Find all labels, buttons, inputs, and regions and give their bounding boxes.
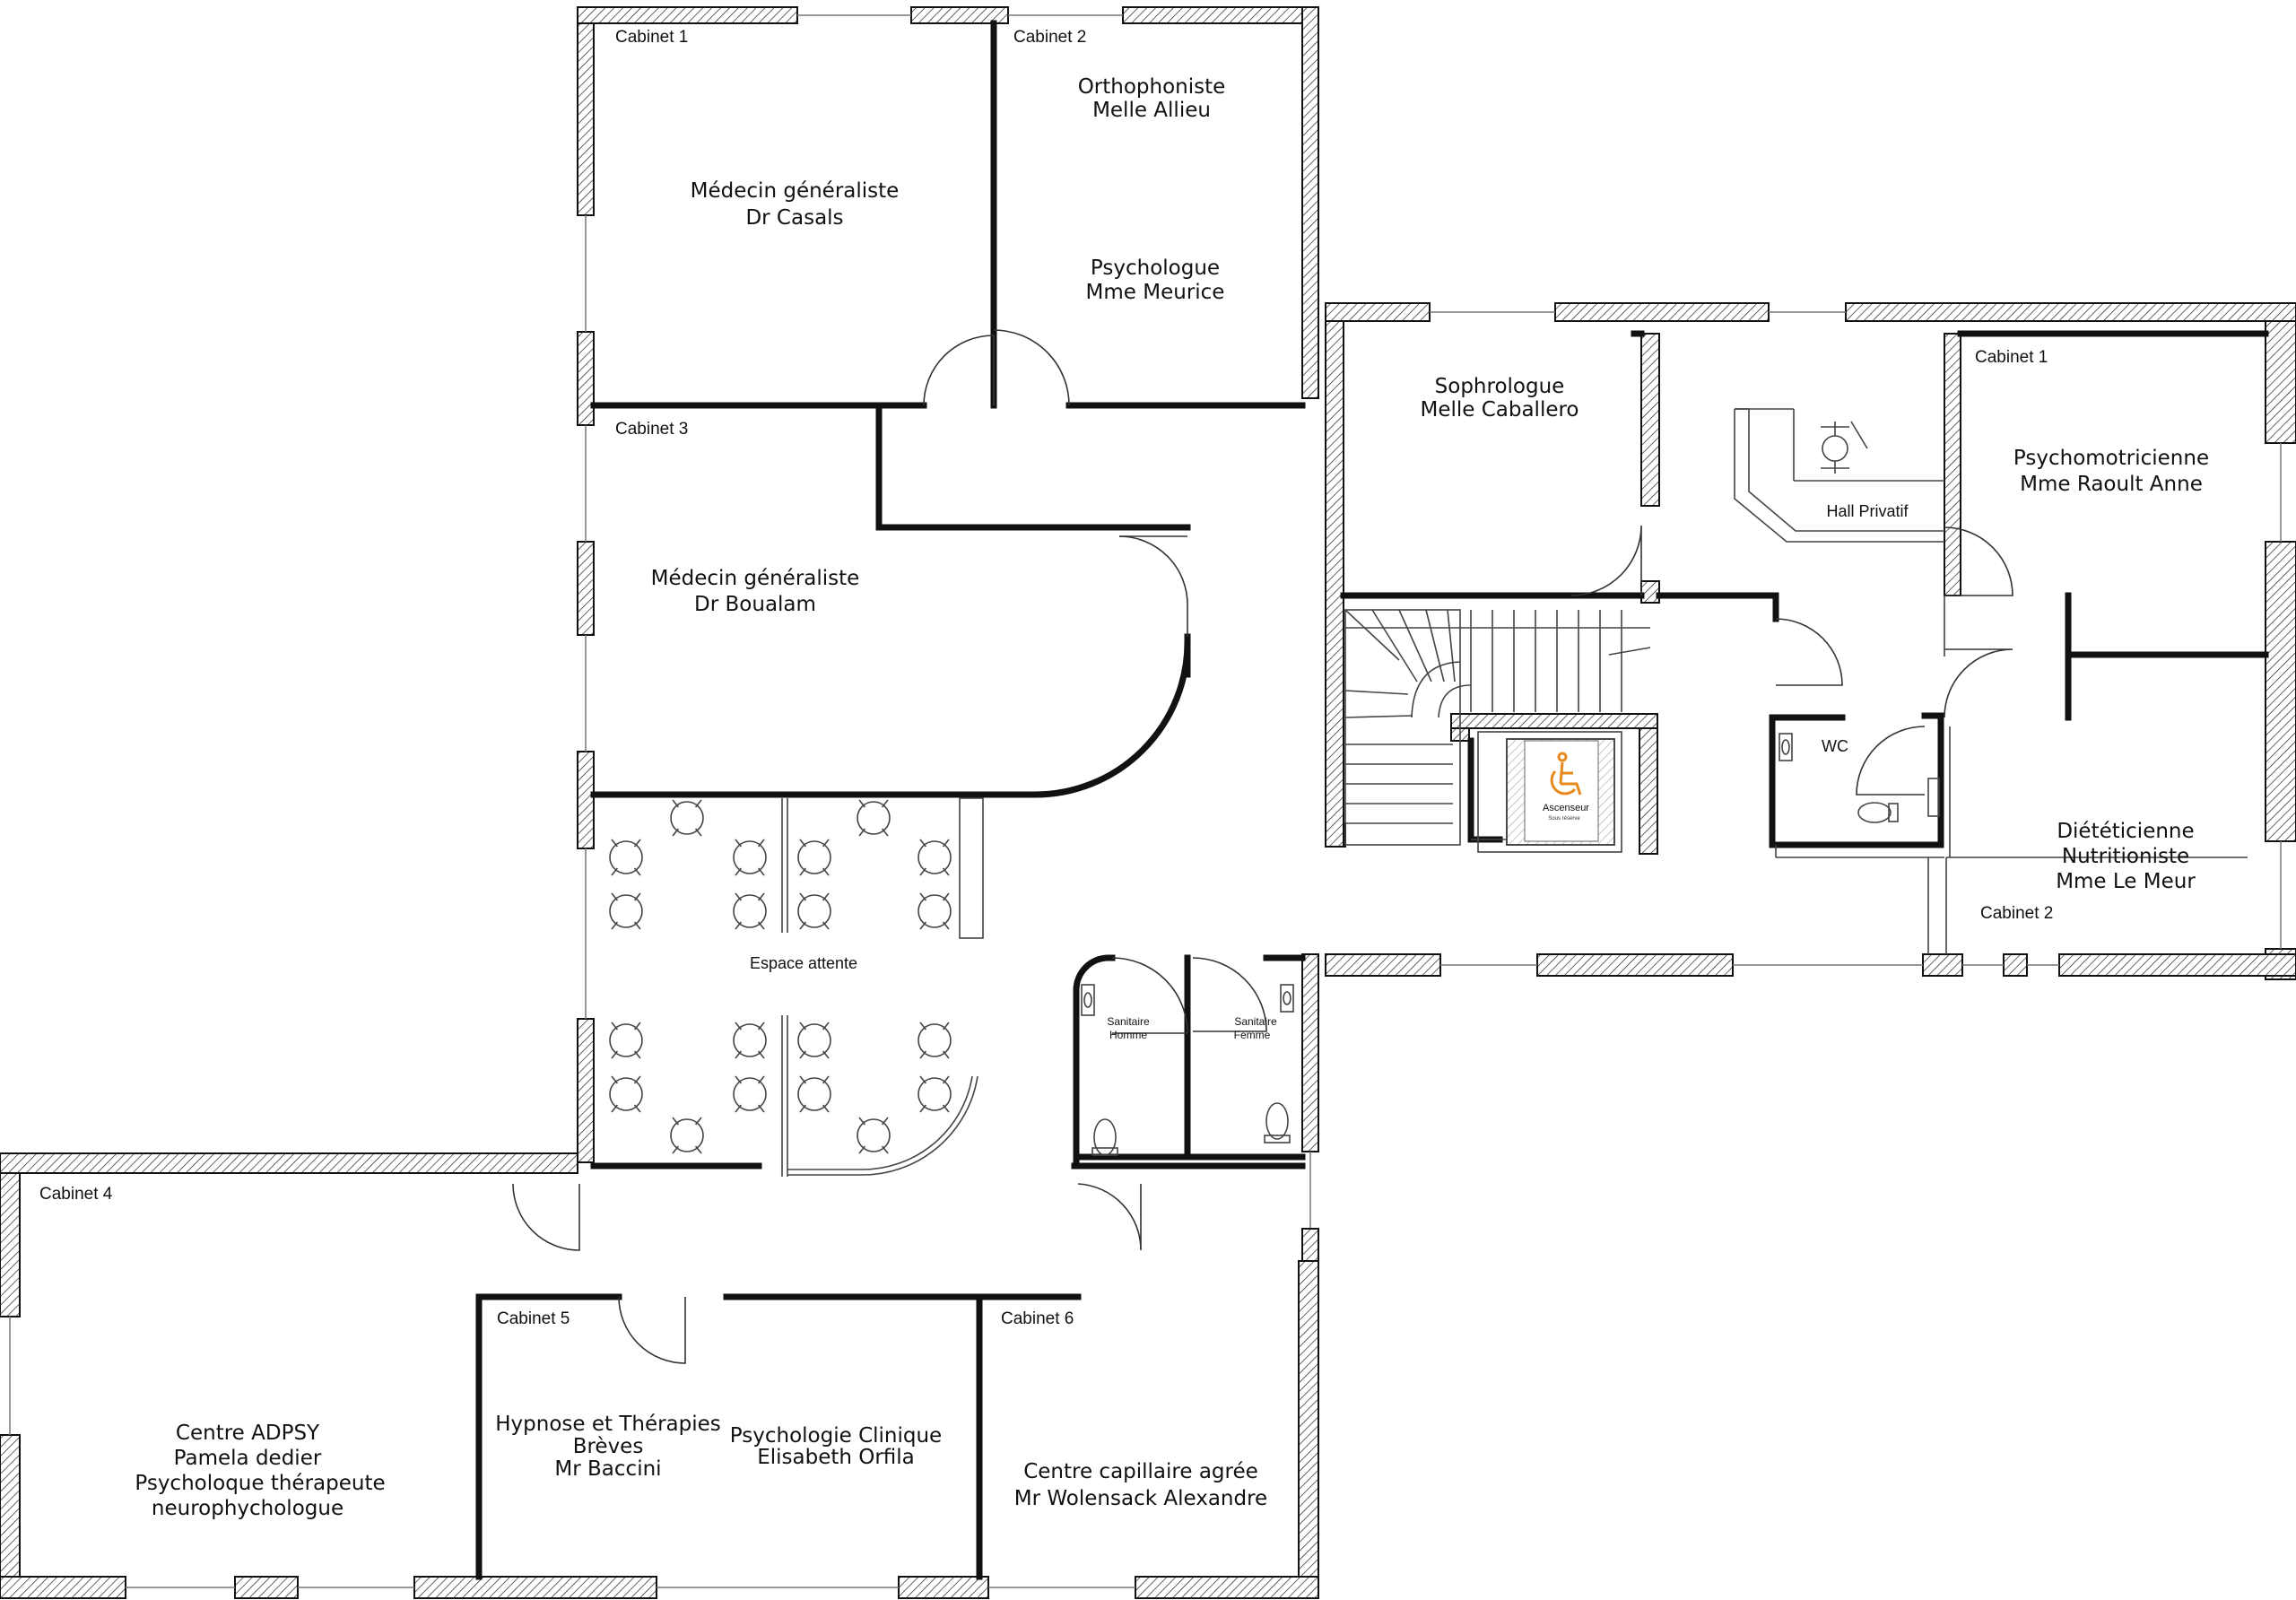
cabinet1-name: Dr Casals	[745, 206, 843, 230]
elevator-label: Ascenseur	[1543, 803, 1589, 813]
waiting-chair	[797, 839, 831, 876]
reception-desk	[1734, 408, 1944, 543]
hall-label: Hall Privatif	[1826, 502, 1909, 520]
right-cabinet2-line-1: Diététicienne	[2057, 820, 2194, 843]
staircase	[1344, 609, 1651, 846]
right-cabinet2-line-3: Mme Le Meur	[2056, 870, 2196, 893]
desk-chair	[1821, 421, 1868, 474]
cabinet3-label: Cabinet 3	[615, 420, 688, 439]
outer-walls-left	[0, 6, 1319, 1599]
sanitary-fixtures	[1081, 733, 1940, 1156]
right-cabinet1-label: Cabinet 1	[1975, 348, 2048, 367]
restroom-men-label-1: Sanitaire	[1107, 1015, 1150, 1028]
wc-label: WC	[1822, 737, 1848, 755]
cabinet4-line-4: neurophychologue	[152, 1497, 344, 1520]
waiting-chair	[797, 1022, 831, 1059]
restroom-women-label-2: Femme	[1234, 1029, 1271, 1041]
waiting-chair	[857, 1117, 891, 1154]
waiting-chair	[918, 839, 952, 876]
cabinet2-name-1: Melle Allieu	[1092, 99, 1211, 122]
cabinet5-line-4: Psychologie Clinique	[730, 1424, 942, 1448]
cabinet6-line-2: Mr Wolensack Alexandre	[1014, 1487, 1267, 1510]
cabinet4-line-2: Pamela dedier	[174, 1447, 322, 1470]
waiting-chair	[733, 839, 767, 876]
waiting-chair	[609, 1075, 643, 1113]
cabinet2-name-2: Mme Meurice	[1086, 281, 1225, 304]
waiting-chairs	[609, 799, 952, 1154]
cabinet1-specialty: Médecin généraliste	[691, 179, 900, 203]
cabinet3-specialty: Médecin généraliste	[651, 567, 860, 590]
cabinet5-line-2: Brèves	[573, 1435, 644, 1458]
right-cabinet2-label: Cabinet 2	[1980, 904, 2053, 923]
waiting-chair	[733, 1075, 767, 1113]
waiting-chair	[797, 892, 831, 930]
waiting-chair	[857, 799, 891, 837]
waiting-chair	[609, 839, 643, 876]
elevator-shaft	[1471, 731, 1622, 853]
elevator-sublabel: Sous réserve	[1548, 816, 1580, 822]
cabinet1-label: Cabinet 1	[615, 28, 688, 47]
cabinet5-line-5: Elisabeth Orfila	[757, 1446, 915, 1469]
cabinet5-label: Cabinet 5	[497, 1309, 570, 1328]
cabinet5-line-1: Hypnose et Thérapies	[495, 1413, 721, 1436]
waiting-chair	[733, 1022, 767, 1059]
waiting-chair	[609, 1022, 643, 1059]
sophrologist-specialty: Sophrologue	[1435, 375, 1565, 398]
cabinet2-specialty-1: Orthophoniste	[1078, 75, 1226, 99]
waiting-chair	[797, 1075, 831, 1113]
waiting-chair	[670, 1117, 704, 1154]
restroom-women-label-1: Sanitaire	[1234, 1015, 1277, 1028]
waiting-chair	[670, 799, 704, 837]
interior-walls-left	[475, 20, 1306, 1580]
waiting-chair	[733, 892, 767, 930]
waiting-chair	[918, 1022, 952, 1059]
waiting-chair	[609, 892, 643, 930]
cabinet6-line-1: Centre capillaire agrée	[1023, 1460, 1258, 1483]
right-cabinet1-name: Mme Raoult Anne	[2020, 473, 2203, 496]
sophrologist-name: Melle Caballero	[1420, 398, 1578, 422]
cabinet2-specialty-2: Psychologue	[1091, 257, 1220, 280]
cabinet4-line-3: Psycholoque thérapeute	[135, 1472, 385, 1495]
cabinet4-label: Cabinet 4	[39, 1185, 113, 1204]
cabinet2-label: Cabinet 2	[1013, 28, 1086, 47]
cabinet6-label: Cabinet 6	[1001, 1309, 1074, 1328]
cabinet5-line-3: Mr Baccini	[554, 1457, 661, 1481]
doors	[512, 329, 2013, 1364]
outer-walls-right	[1325, 302, 2296, 980]
cabinet3-name: Dr Boualam	[694, 593, 816, 616]
restroom-men-label-2: Homme	[1109, 1029, 1147, 1041]
right-cabinet1-specialty: Psychomotricienne	[2013, 447, 2209, 470]
waiting-chair	[918, 1075, 952, 1113]
interior-walls-right	[1340, 330, 2269, 954]
waiting-area-label: Espace attente	[750, 954, 857, 972]
right-cabinet2-line-2: Nutritioniste	[2062, 845, 2189, 868]
waiting-chair	[918, 892, 952, 930]
wheelchair-icon	[1550, 752, 1582, 796]
cabinet4-line-1: Centre ADPSY	[176, 1422, 320, 1445]
